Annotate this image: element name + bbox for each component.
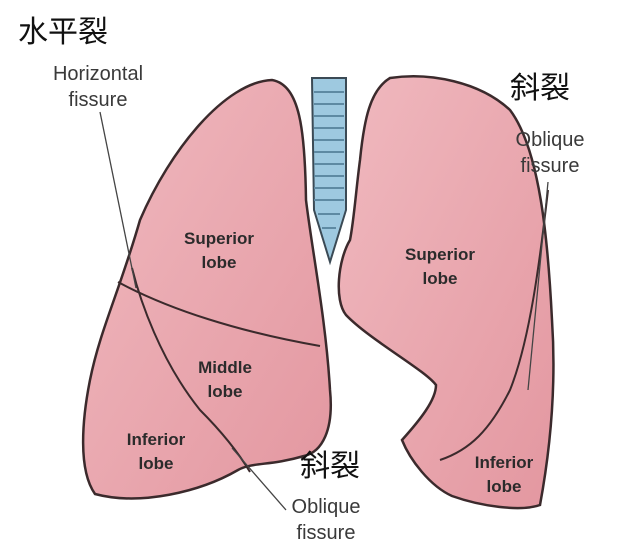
- oblique-fissure-right-label-line2: fissure: [521, 155, 580, 177]
- horizontal-fissure-label-line2: fissure: [69, 89, 128, 111]
- horizontal-fissure-label-line1: Horizontal: [53, 63, 143, 85]
- oblique-bottom-leader: [231, 447, 287, 511]
- right-superior-lobe-label-line2: lobe: [202, 253, 237, 272]
- left-inferior-lobe-label-line1: Inferior: [475, 453, 534, 472]
- horizontal-fissure-cn-label: 水平裂: [18, 15, 108, 50]
- right-lung: [81, 78, 332, 500]
- left-superior-lobe-label-line1: Superior: [405, 245, 475, 264]
- right-superior-lobe-label-line1: Superior: [184, 229, 254, 248]
- oblique-fissure-right-cn-label: 斜裂: [510, 71, 570, 106]
- horizontal-fissure-leader: [99, 111, 137, 289]
- oblique-fissure-right-label-line1: Oblique: [516, 129, 585, 151]
- right-inferior-lobe-label-line2: lobe: [139, 454, 174, 473]
- left-lung: [337, 75, 555, 510]
- oblique-fissure-left-lung-line: [439, 189, 549, 461]
- trachea: [310, 77, 347, 266]
- oblique-fissure-bottom-label-line2: fissure: [297, 522, 356, 544]
- oblique-right-leader: [527, 181, 549, 391]
- oblique-fissure-bottom-cn-label: 斜裂: [300, 449, 360, 484]
- right-middle-lobe-label-line1: Middle: [198, 358, 252, 377]
- left-inferior-lobe-label-line2: lobe: [487, 477, 522, 496]
- oblique-fissure-bottom-label-line1: Oblique: [292, 496, 361, 518]
- right-inferior-lobe-label-line1: Inferior: [127, 430, 186, 449]
- right-middle-lobe-label-line2: lobe: [208, 382, 243, 401]
- left-superior-lobe-label-line2: lobe: [423, 269, 458, 288]
